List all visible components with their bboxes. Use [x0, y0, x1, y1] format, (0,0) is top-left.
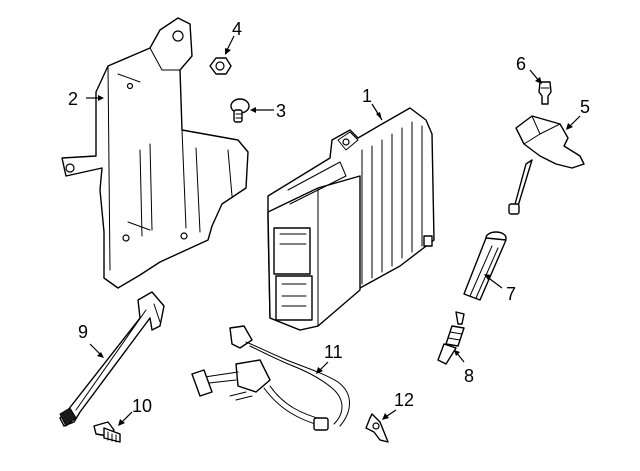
callout-9: 9: [78, 322, 88, 342]
part-stud-6[interactable]: [538, 81, 552, 105]
callout-3: 3: [276, 101, 286, 121]
leader-lines: [86, 35, 581, 426]
callout-8: 8: [464, 366, 474, 386]
part-control-module[interactable]: [267, 107, 435, 331]
part-bracket[interactable]: [61, 17, 249, 289]
part-sensor-9[interactable]: [59, 291, 165, 427]
callout-10: 10: [132, 396, 152, 416]
part-bolt-10[interactable]: [93, 421, 121, 443]
callout-5: 5: [580, 97, 590, 117]
part-nut[interactable]: [209, 57, 232, 75]
part-bolt-3[interactable]: [230, 98, 250, 123]
callout-11: 11: [324, 342, 343, 362]
part-ignition-coil[interactable]: [508, 115, 585, 215]
callout-7: 7: [506, 284, 516, 304]
callout-4: 4: [232, 19, 242, 39]
part-clip-12[interactable]: [365, 413, 389, 443]
callout-1: 1: [362, 86, 372, 106]
callout-labels: 1 2 3 4 5 6 7 8 9 10 11 12: [68, 19, 590, 416]
callout-2: 2: [68, 89, 78, 109]
callout-6: 6: [516, 54, 526, 74]
callout-12: 12: [394, 390, 414, 410]
part-spark-plug[interactable]: [437, 311, 465, 365]
part-coil-boot[interactable]: [463, 231, 507, 301]
part-wiring-harness[interactable]: [191, 325, 350, 431]
